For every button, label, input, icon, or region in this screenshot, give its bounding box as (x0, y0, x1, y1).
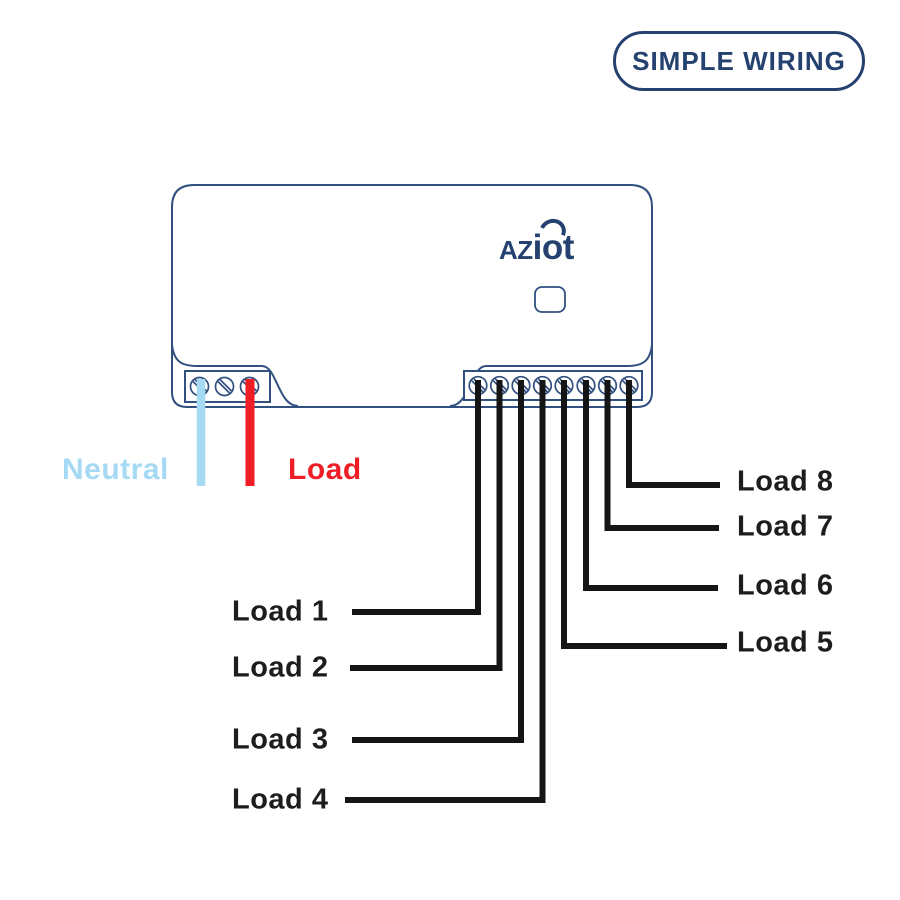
load-wire-7 (604, 380, 719, 531)
load-8-label: Load 8 (737, 465, 834, 498)
load-7-label: Load 7 (737, 510, 834, 543)
logo-t: t (562, 228, 575, 267)
logo-o: o (535, 214, 570, 268)
load-wire-4 (345, 380, 546, 803)
load-wire-6 (583, 380, 718, 591)
badge-label: SIMPLE WIRING (632, 45, 846, 76)
load-2-label: Load 2 (232, 651, 329, 684)
load-wire-8 (626, 380, 720, 488)
load-wire-5 (561, 380, 727, 649)
load-6-label: Load 6 (737, 569, 834, 602)
load-wire-2 (350, 380, 503, 671)
logo-i: i (532, 228, 543, 267)
logo-az: AZ (499, 235, 533, 265)
load-1-label: Load 1 (232, 595, 329, 628)
load-3-label: Load 3 (232, 723, 329, 756)
load-4-label: Load 4 (232, 783, 329, 816)
screw-terminal-unused (214, 376, 235, 397)
simple-wiring-badge: SIMPLE WIRING (613, 31, 865, 91)
load-wire-3 (352, 380, 524, 743)
device-faceplate-line (171, 344, 299, 407)
load-in-label: Load (288, 453, 362, 486)
reset-button (534, 286, 566, 313)
load-wire-1 (352, 380, 481, 615)
load-5-label: Load 5 (737, 626, 834, 659)
neutral-label: Neutral (62, 453, 169, 486)
device-body-outline (171, 184, 653, 408)
